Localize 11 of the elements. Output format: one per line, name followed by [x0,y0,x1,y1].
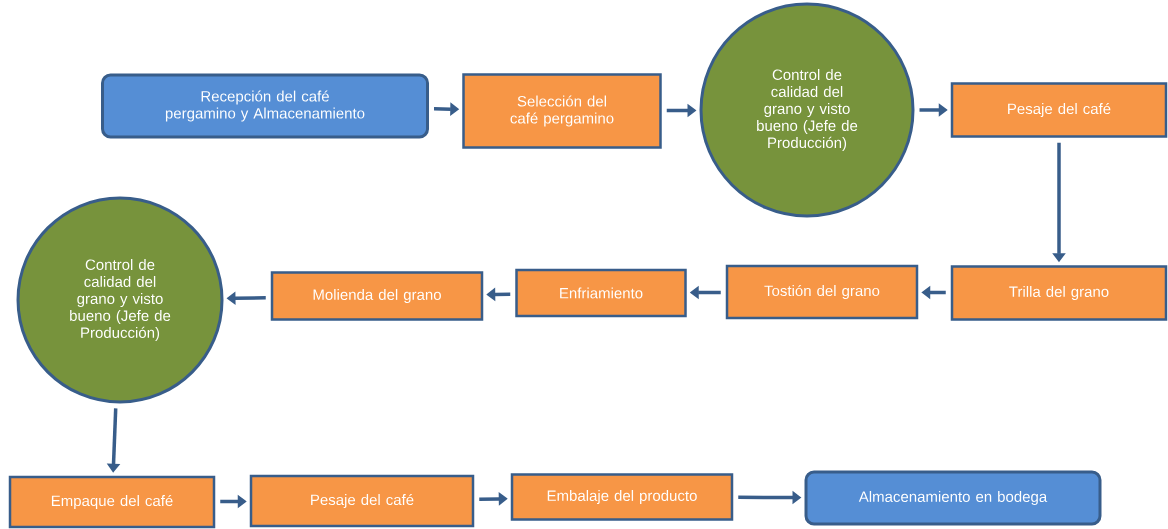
rounded-box: Recepción del café pergamino y Almacenamiento [101,73,429,139]
process-box: Selección del café pergamino [462,73,662,149]
process-box: Tostión del grano [725,264,919,320]
process-box: Embalaje del producto [510,473,734,521]
rounded-box: Almacenamiento en bodega [804,470,1102,526]
process-box: Trilla del grano [950,265,1168,321]
process-box: Enfriamiento [515,268,687,318]
process-box: Pesaje del café [950,82,1168,138]
process-box: Pesaje del café [249,474,475,528]
process-box: Molienda del grano [270,271,484,321]
process-box: Empaque del café [8,475,216,529]
